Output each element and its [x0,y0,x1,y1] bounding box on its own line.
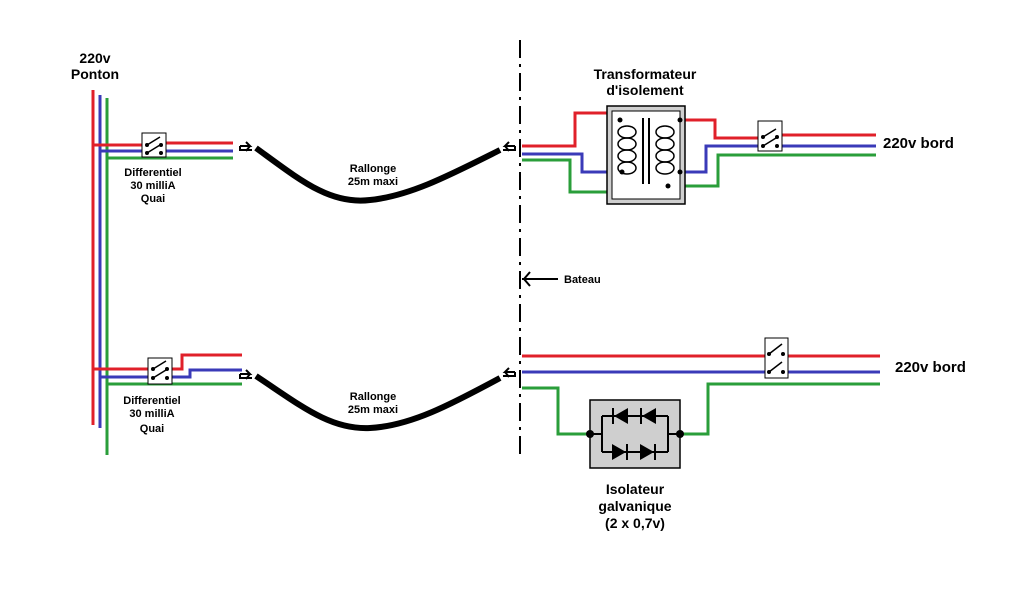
diff-top-label-3: Quai [141,193,165,205]
bord-bottom-label: 220v bord [895,359,966,376]
bord-top-label: 220v bord [883,135,954,152]
top-boat-wiring [522,111,876,194]
top-differential-switch [141,132,167,158]
ponton-voltage-label: 220v [79,50,110,66]
transfo-label-2: d'isolement [606,82,684,98]
rallonge-top-label-2: 25m maxi [348,176,398,188]
bottom-quai-wiring [93,353,242,386]
diff-top-label-2: 30 milliA [130,180,175,192]
isolateur-label-2: galvanique [598,498,671,514]
top-quai-wiring [93,141,233,160]
diff-bottom-label-1: Differentiel [123,395,180,407]
top-extension-cable [239,141,516,204]
transfo-label-1: Transformateur [594,66,697,82]
top-boat-switch [757,120,783,152]
bottom-differential-switch [147,357,173,385]
bateau-label: Bateau [564,274,601,286]
rallonge-top-label-1: Rallonge [350,163,396,175]
galvanic-isolator [586,399,684,469]
isolateur-label-3: (2 x 0,7v) [605,515,665,531]
rallonge-bottom-label-1: Rallonge [350,391,396,403]
bottom-boat-switch [764,337,789,379]
rallonge-bottom-label-2: 25m maxi [348,404,398,416]
diff-bottom-label-2: 30 milliA [129,408,174,420]
diff-bottom-label-3: Quai [140,423,164,435]
diagram-labels: 220v Ponton Differentiel 30 milliA Quai … [71,50,966,531]
isolation-transformer [606,105,686,205]
bateau-pointer [522,271,558,287]
isolateur-label-1: Isolateur [606,481,665,497]
bottom-extension-cable [239,367,516,432]
diff-top-label-1: Differentiel [124,167,181,179]
bottom-boat-wiring [522,354,880,436]
ponton-label: Ponton [71,66,119,82]
